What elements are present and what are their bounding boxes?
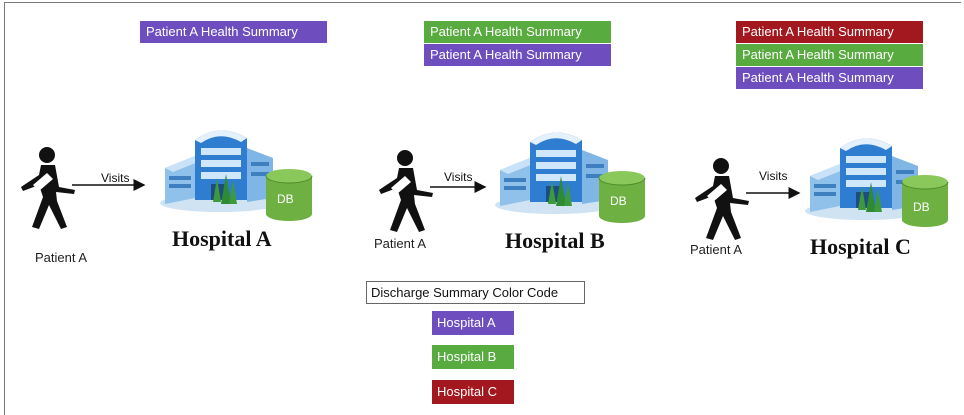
visits-label: Visits [101,171,130,185]
visit-arrow [746,187,801,199]
legend-item-hospital-a: Hospital A [432,311,514,335]
db-label: DB [610,194,627,208]
visit-arrow [72,179,146,191]
patient-label: Patient A [690,242,743,257]
hospital-name: Hospital A [172,226,272,251]
health-summary-tag-hospital-c: Patient A Health Summary [736,21,923,43]
walking-person-icon [374,148,436,233]
walking-person-icon [16,145,78,230]
legend-item-hospital-b: Hospital B [432,345,514,369]
diagram-frame [4,2,961,415]
hospital-name: Hospital B [505,228,605,253]
legend-item-hospital-c: Hospital C [432,380,514,404]
db-label: DB [913,200,930,214]
visits-label: Visits [759,169,788,183]
walking-person-icon [690,156,752,241]
health-summary-tag-hospital-a: Patient A Health Summary [736,67,923,89]
patient-label: Patient A [35,250,88,265]
health-summary-tag-hospital-b: Patient A Health Summary [424,21,611,43]
db-label: DB [277,192,294,206]
visit-arrow [430,181,487,193]
visits-label: Visits [444,170,473,184]
legend-title: Discharge Summary Color Code [366,281,585,304]
hospital-name: Hospital C [810,234,911,259]
patient-label: Patient A [374,236,427,251]
health-summary-tag-hospital-b: Patient A Health Summary [736,44,923,66]
health-summary-tag-hospital-a: Patient A Health Summary [140,21,327,43]
health-summary-tag-hospital-a: Patient A Health Summary [424,44,611,66]
